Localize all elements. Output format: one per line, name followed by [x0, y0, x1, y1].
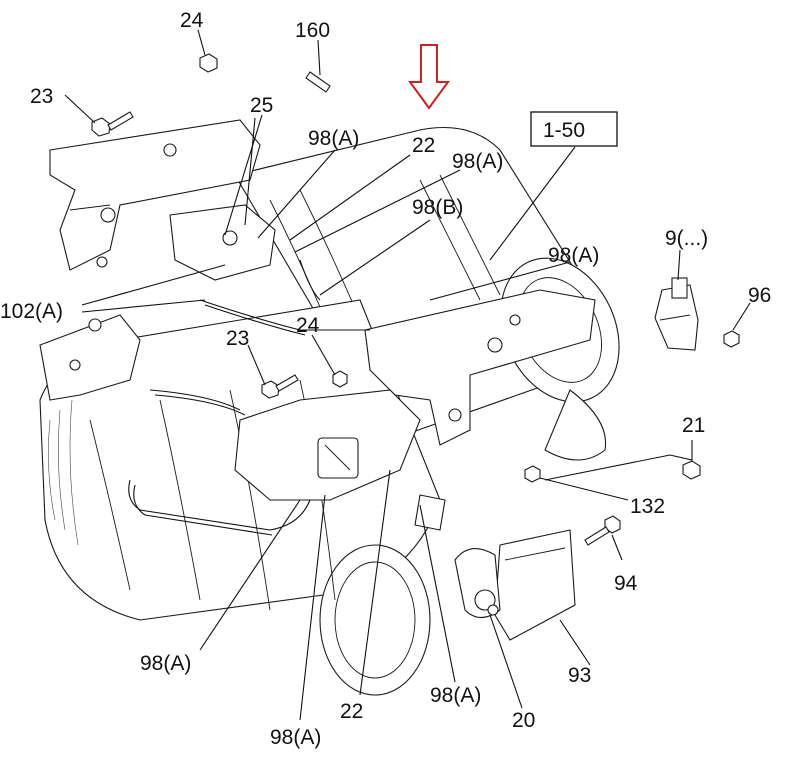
pin-160	[305, 71, 331, 93]
callout-24-mid: 24	[296, 314, 320, 337]
callout-22-bottom: 22	[340, 700, 363, 723]
callout-96: 96	[748, 284, 771, 307]
highlight-arrow-icon	[408, 44, 450, 110]
callout-98a-3: 98(A)	[548, 244, 599, 267]
callout-21: 21	[682, 414, 705, 437]
nut-132	[524, 465, 541, 483]
callout-23-mid: 23	[226, 327, 249, 350]
callout-98a-4: 98(A)	[140, 652, 191, 675]
bolt-94	[584, 515, 621, 546]
callout-98a-6: 98(A)	[270, 726, 321, 749]
callout-93: 93	[568, 664, 591, 687]
leader-lines	[64, 29, 751, 721]
callout-94: 94	[614, 572, 638, 595]
ref-box-1-50	[530, 111, 618, 147]
callout-24-top: 24	[180, 9, 204, 32]
callout-98a-5: 98(A)	[430, 684, 481, 707]
callout-95-partial: 9(...)	[665, 227, 708, 250]
callout-102a: 102(A)	[0, 300, 63, 323]
callout-23-top: 23	[30, 85, 53, 108]
nut-21	[682, 460, 701, 480]
bolt-23-top	[91, 111, 134, 137]
callout-22-top: 22	[412, 134, 435, 157]
exhaust-housing-drawing	[39, 53, 740, 696]
bolt-23-mid	[261, 374, 299, 399]
callout-98b: 98(B)	[412, 196, 463, 219]
callout-132: 132	[630, 495, 665, 518]
callout-98a-1: 98(A)	[308, 127, 359, 150]
callout-160: 160	[295, 19, 330, 42]
callout-1-50: 1-50	[543, 119, 585, 142]
nut-24-mid	[332, 370, 348, 388]
callout-25: 25	[250, 94, 273, 117]
callout-98a-2: 98(A)	[452, 150, 503, 173]
nut-24-top	[199, 53, 218, 73]
nut-96	[723, 330, 740, 348]
callout-20: 20	[512, 709, 535, 732]
